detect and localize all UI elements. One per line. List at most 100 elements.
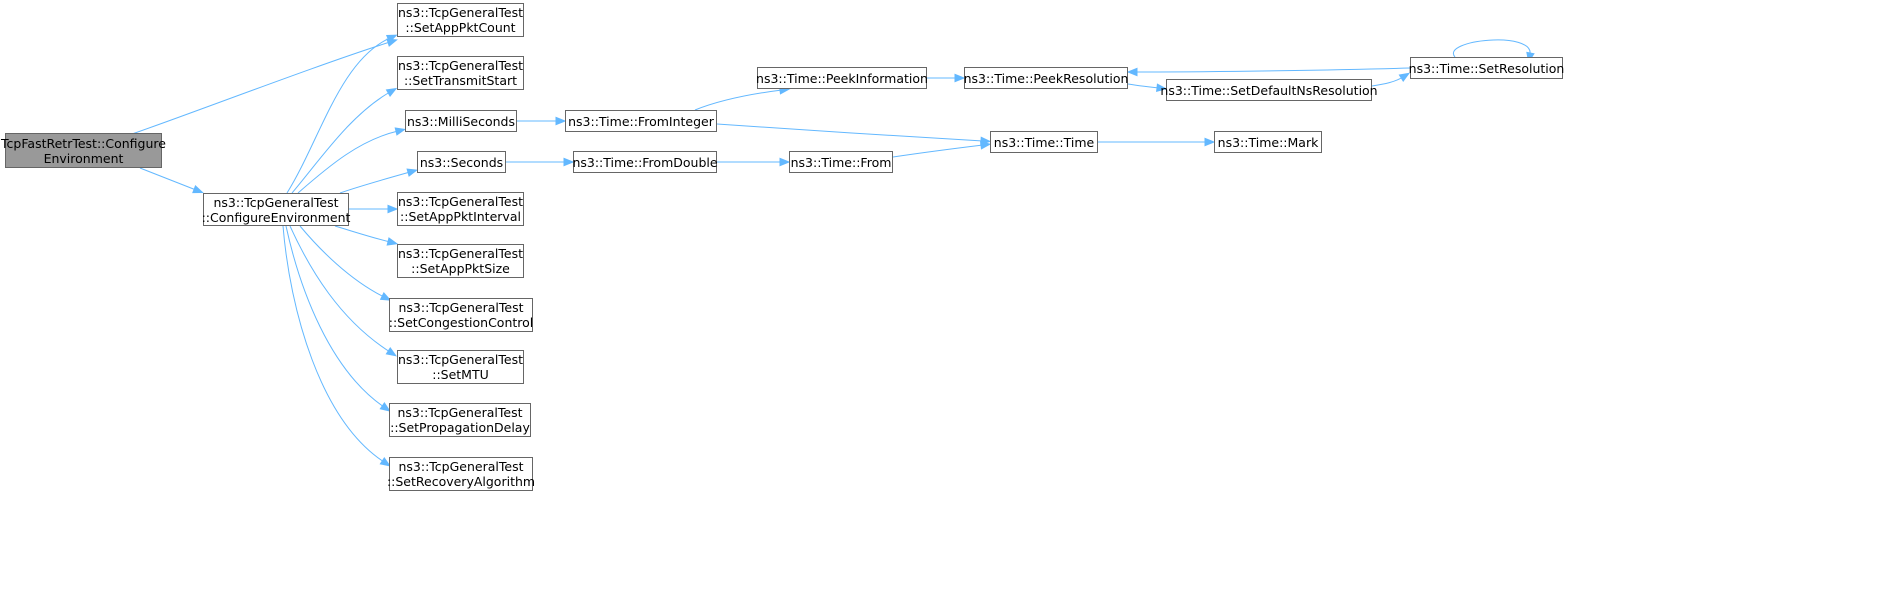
node-label-line: ns3::TcpGeneralTest: [398, 459, 524, 474]
node-time[interactable]: ns3::Time::Time: [990, 131, 1098, 153]
node-from[interactable]: ns3::Time::From: [789, 151, 893, 173]
node-setResolution[interactable]: ns3::Time::SetResolution: [1408, 57, 1565, 79]
node-label-line: ns3::Time::FromDouble: [572, 154, 718, 170]
edge-line: [1134, 67, 1411, 73]
edge-line: [289, 225, 391, 353]
node-label-line: ::SetPropagationDelay: [390, 420, 530, 435]
edge-peekInformation-to-peekResolution: [927, 73, 966, 83]
node-setCongestionControl[interactable]: ns3::TcpGeneralTest::SetCongestionContro…: [389, 298, 533, 332]
node-setPropagationDelay[interactable]: ns3::TcpGeneralTest::SetPropagationDelay: [389, 403, 531, 437]
edge-fromInteger-to-peekInformation: [694, 86, 791, 111]
edge-milliSeconds-to-fromInteger: [517, 116, 567, 126]
edge-line: [299, 225, 385, 298]
edge-seconds-to-fromDouble: [506, 157, 575, 167]
edge-fromDouble-to-from: [717, 157, 791, 167]
node-setDefaultNsResolution[interactable]: ns3::Time::SetDefaultNsResolution: [1160, 79, 1378, 101]
edge-arrowhead: [394, 127, 407, 136]
edge-line: [286, 37, 391, 194]
node-peekInformation[interactable]: ns3::Time::PeekInformation: [756, 67, 928, 89]
node-label-line: TcpFastRetrTest::Configure: [1, 135, 166, 151]
node-seconds[interactable]: ns3::Seconds: [417, 151, 506, 173]
edge-line: [297, 130, 399, 194]
node-milliSeconds[interactable]: ns3::MilliSeconds: [405, 110, 517, 132]
edge-arrowhead: [1204, 137, 1216, 147]
edge-root-to-cfg: [139, 167, 204, 194]
edge-line: [139, 167, 197, 191]
node-label-line: ns3::Time::SetResolution: [1408, 60, 1565, 76]
edge-arrowhead: [379, 292, 392, 301]
edge-cfg-to-setCongestionControl: [299, 225, 392, 301]
node-setRecoveryAlgorithm[interactable]: ns3::TcpGeneralTest::SetRecoveryAlgorith…: [386, 457, 536, 491]
edge-arrowhead: [1398, 72, 1411, 83]
node-label-line: ::SetAppPktInterval: [400, 209, 521, 224]
node-label-line: ns3::TcpGeneralTest: [398, 352, 524, 367]
node-label-line: ns3::Time::Mark: [1217, 134, 1319, 150]
edge-line: [339, 171, 411, 194]
node-label-line: ns3::Time::PeekResolution: [963, 70, 1129, 86]
edge-arrowhead: [379, 402, 391, 412]
edge-cfg-to-setRecoveryAlgorithm: [282, 225, 391, 467]
edge-line: [334, 225, 391, 243]
node-setTransmitStart[interactable]: ns3::TcpGeneralTest::SetTransmitStart: [397, 56, 524, 90]
edge-arrowhead: [387, 204, 399, 214]
edge-cfg-to-setAppPktCount: [286, 34, 398, 194]
edge-from-to-time: [892, 140, 992, 158]
edge-arrowhead: [1156, 83, 1168, 93]
edge-arrowhead: [379, 457, 391, 467]
node-label-line: ::SetRecoveryAlgorithm: [386, 474, 536, 489]
node-label-line: ns3::TcpGeneralTest: [398, 194, 524, 209]
edge-setDefaultNsResolution-to-setResolution: [1371, 72, 1411, 87]
edge-cfg-to-setTransmitStart: [291, 87, 398, 194]
edge-arrowhead: [979, 140, 992, 150]
node-label-line: ns3::Time::Time: [993, 134, 1095, 150]
node-label-line: ns3::Time::SetDefaultNsResolution: [1160, 82, 1378, 98]
edge-line: [282, 225, 385, 463]
edge-line: [716, 123, 984, 142]
edge-cfg-to-setMTU: [289, 225, 398, 357]
edge-arrowhead: [192, 185, 204, 194]
node-label-line: ns3::Time::PeekInformation: [756, 70, 928, 86]
node-peekResolution[interactable]: ns3::Time::PeekResolution: [964, 67, 1128, 89]
edge-arrowhead: [563, 157, 575, 167]
edge-cfg-to-setAppPktSize: [334, 225, 399, 246]
edge-cfg-to-seconds: [339, 168, 419, 194]
node-fromDouble[interactable]: ns3::Time::FromDouble: [572, 151, 718, 173]
node-setMTU[interactable]: ns3::TcpGeneralTest::SetMTU: [397, 350, 524, 384]
node-label-line: ::SetAppPktCount: [405, 20, 516, 35]
node-label-line: ns3::Time::FromInteger: [568, 113, 714, 129]
node-cfg[interactable]: ns3::TcpGeneralTest::ConfigureEnvironmen…: [201, 193, 351, 226]
node-setAppPktSize[interactable]: ns3::TcpGeneralTest::SetAppPktSize: [397, 244, 524, 278]
node-label-line: ns3::Seconds: [419, 154, 504, 170]
edge-line: [1452, 39, 1531, 58]
edge-time-to-mark: [1098, 137, 1216, 147]
node-label-line: ns3::TcpGeneralTest: [398, 58, 524, 73]
edge-line: [291, 91, 391, 194]
edge-arrowhead: [954, 73, 966, 83]
edge-fromInteger-to-time: [716, 123, 992, 146]
edge-line: [131, 41, 391, 135]
node-mark[interactable]: ns3::Time::Mark: [1214, 131, 1322, 153]
edge-arrowhead: [555, 116, 567, 126]
node-fromInteger[interactable]: ns3::Time::FromInteger: [565, 110, 717, 132]
edge-cfg-to-setPropagationDelay: [285, 225, 391, 412]
edge-line: [285, 225, 385, 408]
edge-root-to-setAppPktCount: [131, 38, 398, 135]
node-label-line: ns3::MilliSeconds: [406, 113, 515, 129]
node-label-line: ::SetTransmitStart: [403, 73, 518, 88]
node-label-line: ::ConfigureEnvironment: [201, 209, 351, 225]
edge-arrowhead: [406, 168, 419, 177]
edge-cfg-to-setAppPktInterval: [349, 204, 399, 214]
node-label-line: ns3::TcpGeneralTest: [398, 300, 524, 315]
node-setAppPktCount[interactable]: ns3::TcpGeneralTest::SetAppPktCount: [397, 3, 524, 37]
node-setAppPktInterval[interactable]: ns3::TcpGeneralTest::SetAppPktInterval: [397, 192, 524, 226]
node-label-line: ns3::TcpGeneralTest: [398, 5, 524, 20]
node-label-line: ::SetCongestionControl: [388, 315, 534, 330]
edge-arrowhead: [385, 346, 398, 357]
edge-peekResolution-to-setDefaultNsResolution: [1127, 83, 1168, 93]
node-label-line: Environment: [43, 150, 124, 166]
node-label-line: ::SetAppPktSize: [411, 261, 510, 276]
edge-line: [694, 89, 783, 111]
